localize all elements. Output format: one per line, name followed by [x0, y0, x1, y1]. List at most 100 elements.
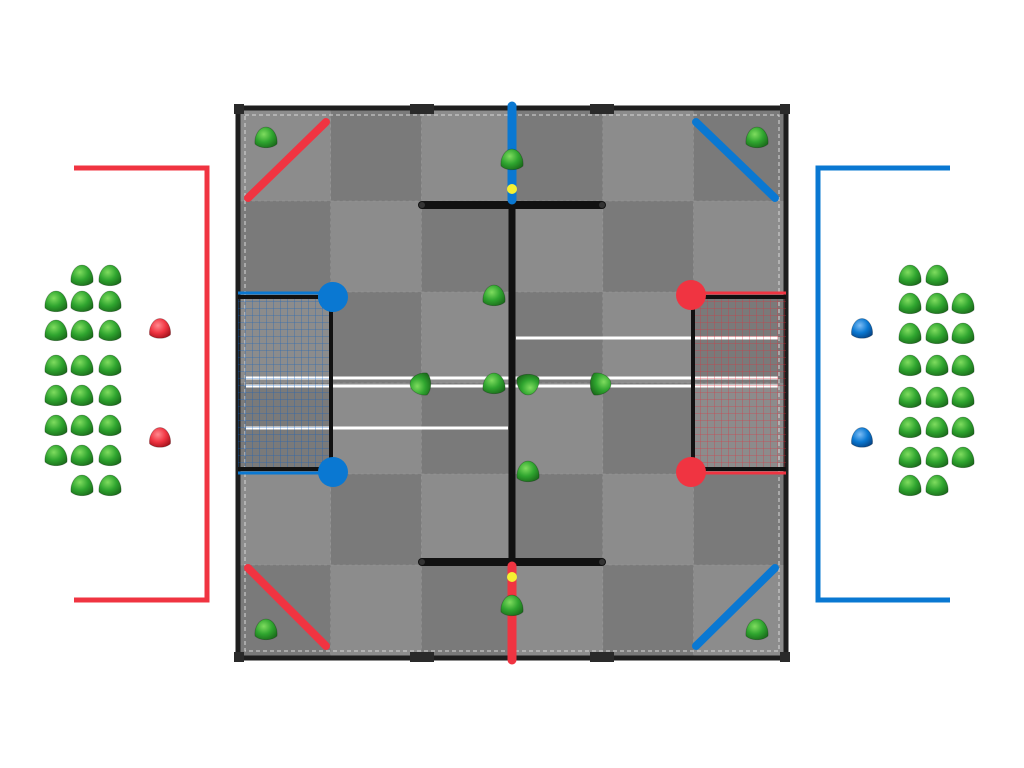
field-tile: [421, 473, 513, 566]
triball-icon: [925, 446, 949, 469]
triball-icon: [44, 319, 68, 342]
triball-icon: [70, 264, 94, 287]
blue-load-bar-top: [692, 118, 779, 202]
triball-icon: [70, 444, 94, 467]
triball-icon: [925, 416, 949, 439]
triball-icon: [98, 264, 122, 287]
field-tile: [330, 564, 423, 657]
triball-icon: [44, 290, 68, 313]
triball-icon: [925, 264, 949, 287]
triball-icon: [898, 322, 922, 345]
blue-goal-net: [238, 297, 331, 469]
triball-icon: [951, 416, 975, 439]
field-tile: [239, 473, 332, 566]
field: [234, 101, 790, 665]
triball-icon: [925, 354, 949, 377]
triball-icon: [898, 354, 922, 377]
blue-load-bar-bottom: [692, 564, 779, 650]
field-tile: [511, 109, 604, 202]
field-tile: [693, 473, 785, 566]
triball-icon: [70, 319, 94, 342]
triball-icon: [898, 446, 922, 469]
field-tile: [693, 200, 785, 293]
field-tile: [602, 382, 695, 475]
perimeter-brackets: [234, 104, 790, 662]
field-tile: [602, 564, 695, 657]
blue-goal: [238, 282, 348, 487]
triball-icon: [951, 446, 975, 469]
blue-match-loads: [850, 318, 874, 448]
blue-station-outline: [815, 165, 950, 603]
field-tile: [330, 473, 423, 566]
field-tile: [602, 473, 695, 566]
triball-icon: [70, 414, 94, 437]
triball-icon: [70, 354, 94, 377]
field-tile: [511, 200, 604, 293]
triball-icon: [70, 290, 94, 313]
blue-goal-post-bottom-knob: [318, 457, 348, 487]
triball-icon: [98, 384, 122, 407]
triball-icon: [98, 444, 122, 467]
red-goal-net: [693, 297, 786, 469]
field-tile: [330, 200, 423, 293]
triball-icon: [44, 354, 68, 377]
field-tile: [693, 109, 785, 202]
red-goal-post-bottom-knob: [676, 457, 706, 487]
field-tile: [511, 473, 604, 566]
blue-match-load-icon: [850, 318, 874, 339]
triball-icon: [951, 292, 975, 315]
blue-alliance-station: [815, 165, 975, 603]
triball-icon: [98, 474, 122, 497]
red-elevation-cap: [507, 572, 517, 582]
triball-icon: [98, 354, 122, 377]
triball-icon: [951, 386, 975, 409]
blue-elevation-cap: [507, 184, 517, 194]
triball-icon: [898, 292, 922, 315]
triball-icon: [898, 474, 922, 497]
triball-icon: [925, 386, 949, 409]
blue-station-triballs: [898, 264, 975, 497]
red-goal: [676, 280, 786, 487]
triball-icon: [898, 386, 922, 409]
triball-icon: [98, 290, 122, 313]
red-load-bar-top: [244, 118, 330, 202]
triball-icon: [898, 416, 922, 439]
triball-icon: [925, 474, 949, 497]
field-tile: [421, 291, 513, 384]
triball-icon: [98, 319, 122, 342]
triball-icon: [44, 444, 68, 467]
triball-icon: [70, 474, 94, 497]
triball-icon: [44, 414, 68, 437]
red-match-load-icon: [148, 318, 172, 339]
field-tile: [602, 200, 695, 293]
field-tile: [421, 200, 513, 293]
field-tile: [239, 200, 332, 293]
field-tile: [693, 564, 785, 657]
field-tile: [330, 291, 423, 384]
field-tile: [511, 564, 604, 657]
blue-goal-post-top-knob: [318, 282, 348, 312]
red-station-outline: [74, 165, 210, 603]
blue-match-load-icon: [850, 427, 874, 448]
red-match-load-icon: [148, 427, 172, 448]
red-match-loads: [148, 318, 172, 448]
triball-icon: [951, 322, 975, 345]
red-station-triballs: [44, 264, 122, 497]
corner-load-bars: [244, 118, 779, 650]
red-load-bar-bottom: [244, 564, 330, 650]
field-tile: [421, 109, 513, 202]
red-alliance-station: [44, 165, 210, 603]
triball-icon: [925, 292, 949, 315]
triball-icon: [898, 264, 922, 287]
triball-icon: [70, 384, 94, 407]
triball-icon: [951, 354, 975, 377]
field-tile: [602, 109, 695, 202]
triball-icon: [44, 384, 68, 407]
field-tile: [330, 109, 423, 202]
red-goal-post-top-knob: [676, 280, 706, 310]
triball-icon: [925, 322, 949, 345]
field-tile: [421, 564, 513, 657]
triball-icon: [98, 414, 122, 437]
field-tile: [511, 382, 604, 475]
